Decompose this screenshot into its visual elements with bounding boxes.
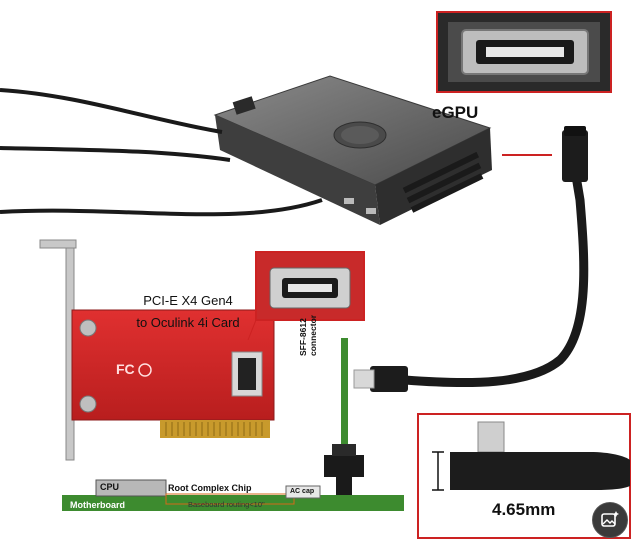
card-label: PCI-E X4 Gen4 to Oculink 4i Card xyxy=(128,290,248,334)
root-complex-label: Root Complex Chip xyxy=(168,483,252,493)
cpu-label: CPU xyxy=(100,482,119,492)
pcie-bracket xyxy=(40,240,76,460)
svg-text:FC: FC xyxy=(116,361,135,377)
motherboard-label: Motherboard xyxy=(70,500,125,510)
egpu-device xyxy=(215,76,492,225)
image-sparkle-icon xyxy=(600,510,620,530)
baseboard-routing-label: Baseboard routing<10" xyxy=(188,500,265,509)
connector-label-line2: connector xyxy=(308,296,318,356)
egpu-label: eGPU xyxy=(432,103,478,123)
ac-cap-label: AC cap xyxy=(290,488,314,495)
connector-label-line1: SFF-8612 xyxy=(298,296,308,356)
connector-label: SFF-8612 connector xyxy=(298,296,318,356)
sff-connector-board xyxy=(324,338,364,510)
card-label-line2: to Oculink 4i Card xyxy=(128,312,248,334)
card-label-line1: PCI-E X4 Gen4 xyxy=(128,290,248,312)
port-closeup-callout xyxy=(437,12,611,92)
dimension-label: 4.65mm xyxy=(492,500,555,520)
image-sparkle-button[interactable] xyxy=(592,502,628,538)
